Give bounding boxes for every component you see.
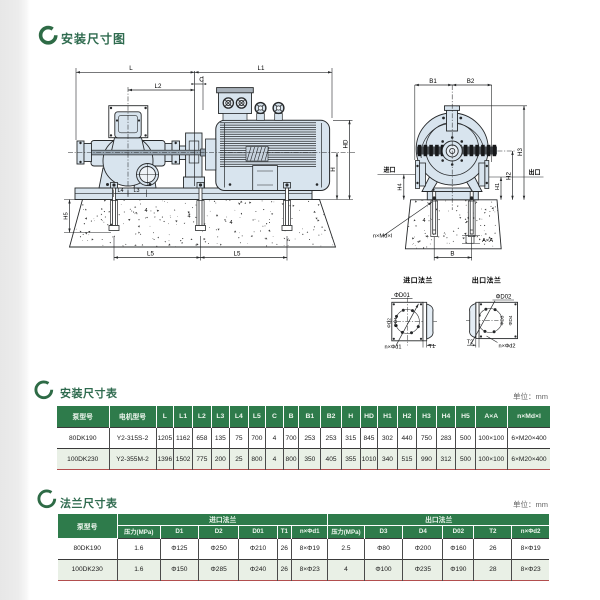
svg-text:出口法兰: 出口法兰	[472, 276, 502, 285]
svg-text:A×A: A×A	[482, 238, 493, 244]
svg-text:L: L	[129, 65, 133, 72]
svg-text:ΦD01: ΦD01	[394, 293, 410, 299]
svg-text:ΦD4: ΦD4	[508, 315, 514, 325]
svg-text:n×Φd2: n×Φd2	[498, 344, 515, 350]
svg-text:ΦD02: ΦD02	[496, 294, 512, 300]
svg-text:B1: B1	[429, 78, 437, 85]
svg-text:H2: H2	[506, 171, 513, 179]
svg-text:4: 4	[187, 214, 190, 220]
svg-text:L4: L4	[118, 188, 124, 194]
svg-text:C: C	[199, 77, 204, 84]
svg-text:HD: HD	[343, 139, 350, 148]
svg-text:n×Md×l: n×Md×l	[373, 234, 392, 240]
svg-text:B: B	[450, 251, 454, 258]
svg-text:进口法兰: 进口法兰	[403, 276, 433, 285]
svg-text:L2: L2	[155, 83, 162, 90]
svg-text:L1: L1	[258, 65, 265, 72]
svg-text:L5: L5	[147, 251, 154, 258]
svg-text:T2: T2	[467, 340, 474, 346]
svg-text:4: 4	[422, 218, 425, 224]
svg-text:进口: 进口	[383, 166, 395, 174]
svg-text:出口: 出口	[528, 169, 540, 177]
svg-text:L3: L3	[134, 188, 140, 194]
svg-text:ΦD1: ΦD1	[393, 317, 399, 327]
svg-text:H4: H4	[398, 183, 404, 190]
svg-text:H5: H5	[64, 212, 70, 219]
svg-text:H1: H1	[495, 183, 501, 190]
svg-text:4: 4	[229, 220, 232, 226]
svg-text:ΦD2: ΦD2	[386, 318, 392, 328]
svg-text:T1: T1	[429, 344, 436, 350]
svg-text:H: H	[330, 167, 337, 171]
svg-text:4: 4	[144, 208, 147, 214]
svg-text:ΦD3: ΦD3	[500, 315, 506, 325]
svg-text:n×Φd1: n×Φd1	[384, 345, 401, 351]
svg-text:B2: B2	[467, 78, 475, 85]
svg-text:L5: L5	[234, 251, 241, 258]
svg-text:H3: H3	[517, 147, 524, 155]
